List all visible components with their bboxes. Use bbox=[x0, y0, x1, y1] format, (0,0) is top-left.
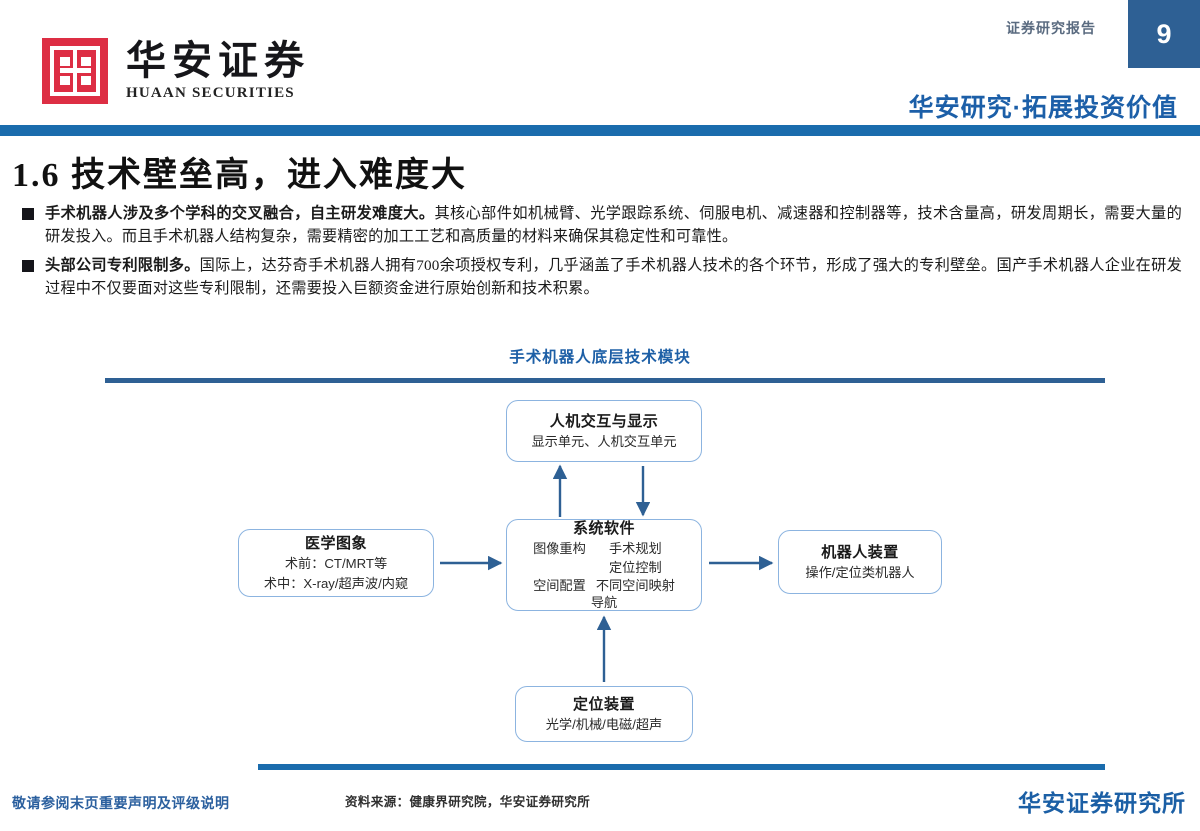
software-item: 图像重构 bbox=[533, 541, 586, 557]
bullet-rest: 其核心部件如机械臂、光学跟踪系统、伺服电机、减速器和控制器等，技术含量高，研发周… bbox=[45, 205, 1182, 245]
header-divider-bar bbox=[0, 125, 1200, 136]
software-item-nav: 导航 bbox=[590, 594, 618, 610]
figure-title: 手术机器人底层技术模块 bbox=[509, 349, 691, 366]
node-subtitle: 显示单元、人机交互单元 bbox=[531, 434, 677, 450]
report-type-label: 证券研究报告 bbox=[1006, 22, 1096, 37]
bullet-square-icon bbox=[22, 208, 34, 220]
node-title: 系统软件 bbox=[572, 519, 635, 537]
node-title: 医学图象 bbox=[304, 534, 367, 552]
node-subtitle-preop: 术前：CT/MRT等 bbox=[284, 556, 388, 572]
huaan-logo-mark-icon bbox=[42, 38, 108, 104]
company-logo: 华安证券 HUAAN SECURITIES bbox=[42, 38, 310, 104]
bullet-list: 手术机器人涉及多个学科的交叉融合，自主研发难度大。其核心部件如机械臂、光学跟踪系… bbox=[22, 202, 1182, 306]
node-subtitle: 光学/机械/电磁/超声 bbox=[545, 717, 663, 733]
brand-slogan: 华安研究·拓展投资价值 bbox=[908, 94, 1178, 122]
page-number-badge: 9 bbox=[1128, 0, 1200, 68]
bullet-item: 头部公司专利限制多。国际上，达芬奇手术机器人拥有700余项授权专利，几乎涵盖了手… bbox=[22, 254, 1182, 300]
node-system-software[interactable]: 系统软件 图像重构 手术规划 定位控制 空间配置 不同空间映射 导航 bbox=[506, 519, 702, 611]
bullet-text: 头部公司专利限制多。国际上，达芬奇手术机器人拥有700余项授权专利，几乎涵盖了手… bbox=[45, 254, 1182, 300]
node-subtitle: 操作/定位类机器人 bbox=[805, 565, 915, 581]
node-medical-imaging[interactable]: 医学图象 术前：CT/MRT等 术中：X-ray/超声波/内窥 bbox=[238, 529, 434, 597]
page-number-text: 9 bbox=[1156, 18, 1172, 49]
bullet-lead: 头部公司专利限制多。 bbox=[45, 257, 200, 274]
software-item: 定位控制 bbox=[609, 559, 662, 575]
software-item bbox=[533, 559, 586, 576]
node-positioning-device[interactable]: 定位装置 光学/机械/电磁/超声 bbox=[515, 686, 693, 742]
diagram-arrows bbox=[440, 464, 774, 682]
software-item: 不同空间映射 bbox=[595, 577, 675, 593]
bullet-item: 手术机器人涉及多个学科的交叉融合，自主研发难度大。其核心部件如机械臂、光学跟踪系… bbox=[22, 202, 1182, 248]
software-item: 手术规划 bbox=[609, 541, 662, 557]
diagram-canvas: 人机交互与显示 显示单元、人机交互单元 医学图象 术前：CT/MRT等 术中：X… bbox=[0, 383, 1200, 763]
bullet-rest: 国际上，达芬奇手术机器人拥有700余项授权专利，几乎涵盖了手术机器人技术的各个环… bbox=[45, 257, 1183, 297]
footer-brand: 华安证券研究所 bbox=[1018, 790, 1186, 816]
figure-source-note: 资料来源：健康界研究院，华安证券研究所 bbox=[345, 795, 591, 809]
page-title: 1.6 技术壁垒高，进入难度大 bbox=[12, 157, 467, 194]
footer-disclaimer-note: 敬请参阅末页重要声明及评级说明 bbox=[12, 797, 230, 812]
node-subtitle-intraop: 术中：X-ray/超声波/内窥 bbox=[263, 575, 409, 591]
logo-chinese-name: 华安证券 bbox=[126, 37, 310, 83]
node-title: 定位装置 bbox=[572, 695, 635, 713]
node-robot-device[interactable]: 机器人装置 操作/定位类机器人 bbox=[778, 530, 942, 594]
node-software-items: 图像重构 手术规划 定位控制 空间配置 不同空间映射 bbox=[533, 540, 675, 593]
bullet-text: 手术机器人涉及多个学科的交叉融合，自主研发难度大。其核心部件如机械臂、光学跟踪系… bbox=[45, 202, 1182, 248]
software-item: 空间配置 bbox=[533, 577, 586, 593]
node-human-machine-interface[interactable]: 人机交互与显示 显示单元、人机交互单元 bbox=[506, 400, 702, 462]
logo-english-name: HUAAN SECURITIES bbox=[126, 84, 295, 101]
node-title: 机器人装置 bbox=[821, 543, 899, 561]
figure-top-rule bbox=[105, 378, 1105, 383]
node-title: 人机交互与显示 bbox=[549, 412, 659, 430]
figure-bottom-rule bbox=[258, 764, 1105, 770]
bullet-square-icon bbox=[22, 260, 34, 272]
bullet-lead: 手术机器人涉及多个学科的交叉融合，自主研发难度大。 bbox=[45, 205, 435, 222]
